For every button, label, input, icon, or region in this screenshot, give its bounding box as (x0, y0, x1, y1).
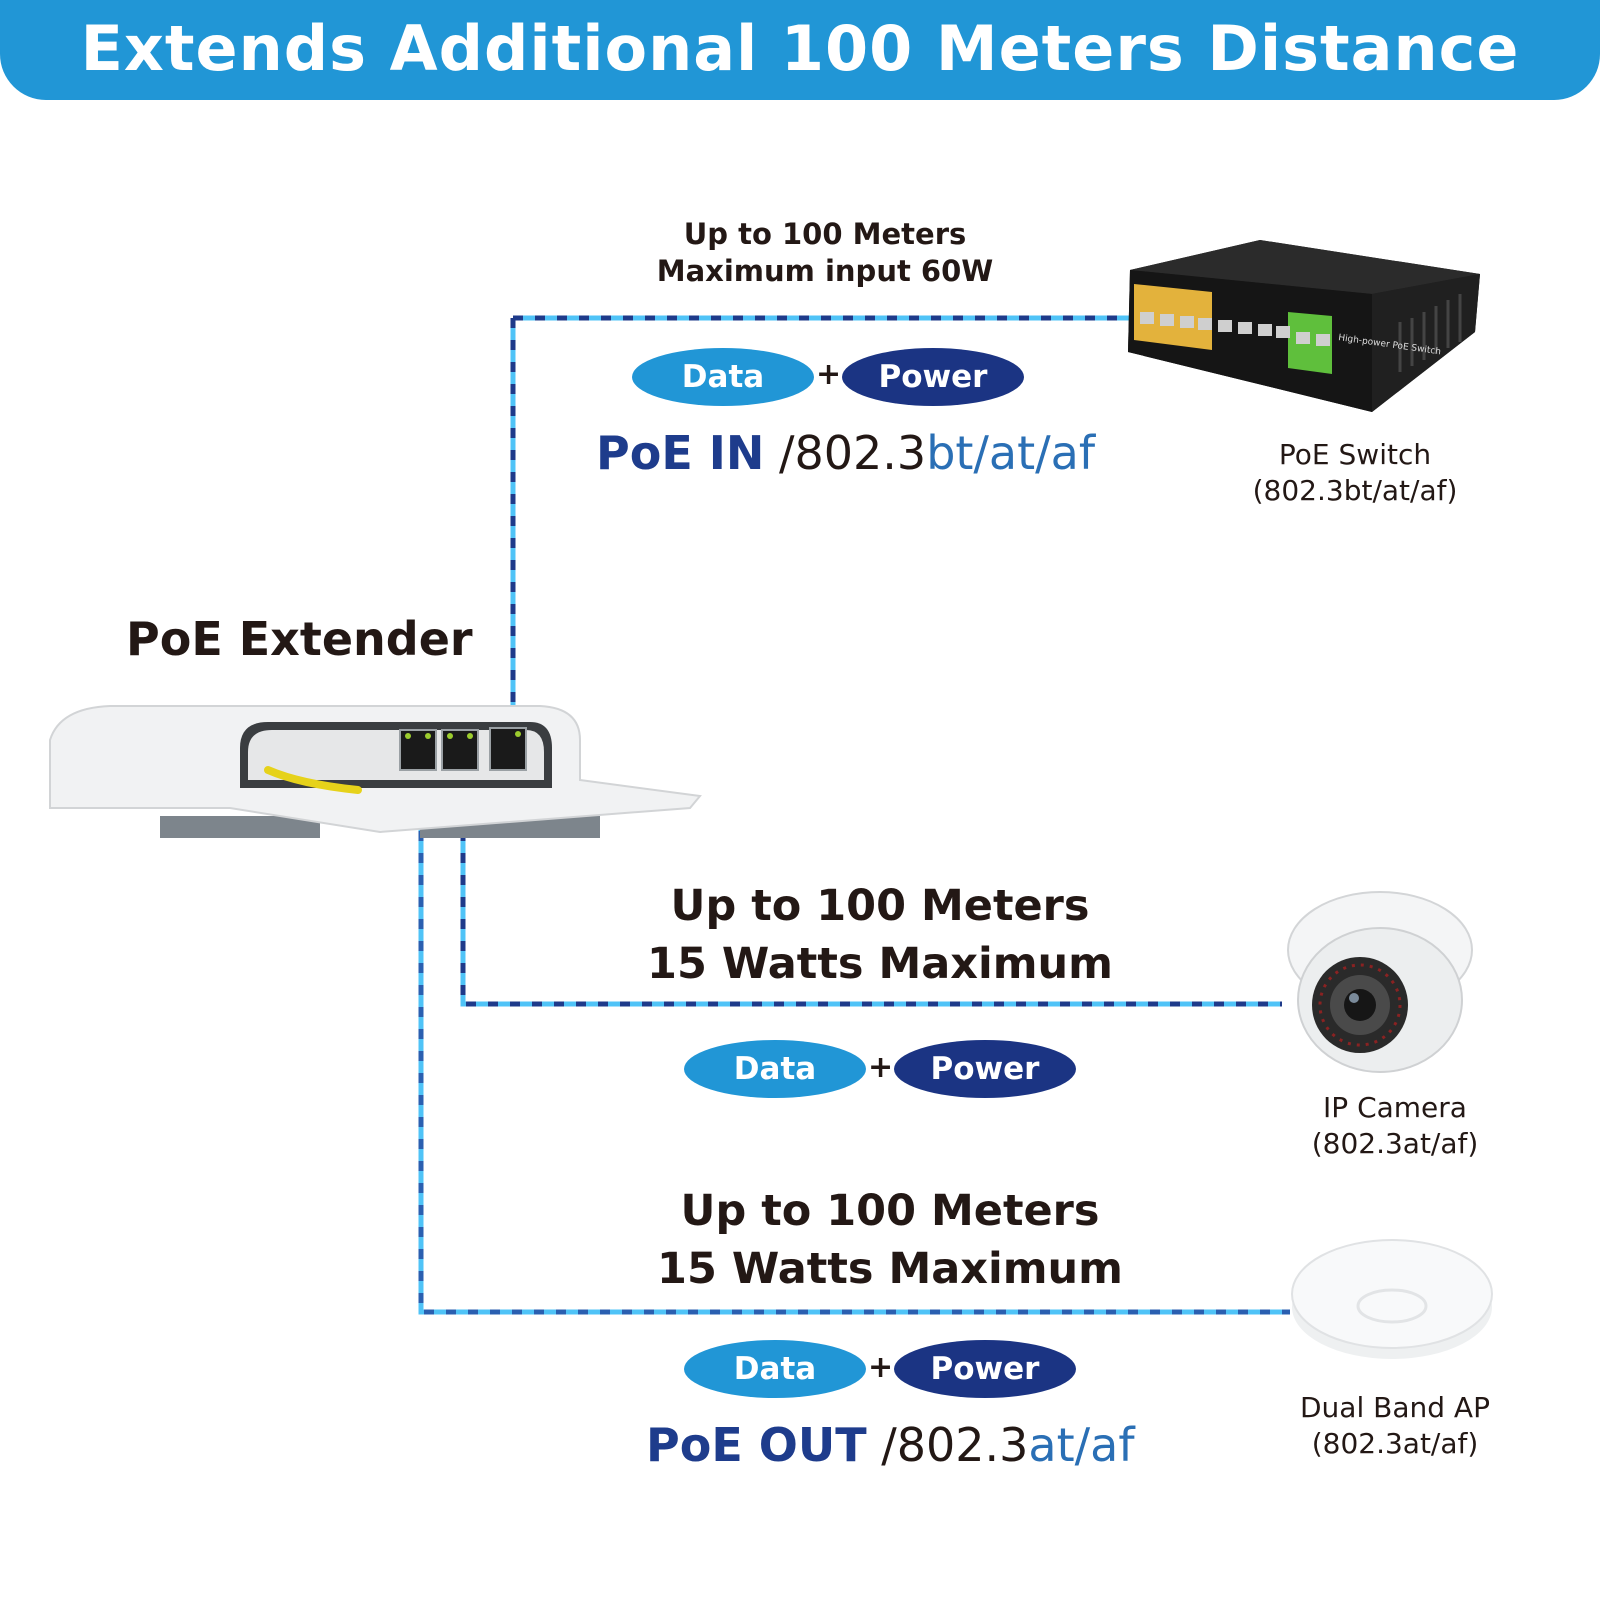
poe-out-label: PoE OUT (646, 1418, 867, 1472)
poe-switch-image: High-power PoE Switch (1128, 240, 1480, 412)
poe-in-label: PoE IN (596, 426, 765, 480)
ap-plus-sign: + (868, 1350, 894, 1385)
camera-link-caption: Up to 100 Meters 15 Watts Maximum (647, 881, 1113, 989)
input-link-caption: Up to 100 Meters Maximum input 60W (656, 217, 994, 289)
camera-power-pill: Power (894, 1040, 1076, 1098)
camera-data-pill: Data (684, 1040, 866, 1098)
poe-out-standard-suffix: at/af (1028, 1418, 1135, 1472)
camera-plus-sign: + (868, 1050, 894, 1085)
poe-extender-image (49, 705, 702, 838)
input-plus-sign: + (816, 357, 842, 392)
ip-camera-image (1287, 891, 1473, 1073)
poe-in-standard-sep: /802.3 (764, 426, 927, 480)
poe-out-standard: PoE OUT /802.3at/af (646, 1418, 1135, 1472)
dual-band-ap-label: Dual Band AP (802.3at/af) (1300, 1391, 1490, 1460)
poe-switch-label: PoE Switch (802.3bt/at/af) (1252, 438, 1458, 507)
input-data-pill: Data (632, 348, 814, 406)
input-power-pill: Power (842, 348, 1024, 406)
poe-out-standard-sep: /802.3 (866, 1418, 1029, 1472)
poe-extender-label: PoE Extender (126, 612, 473, 666)
poe-in-standard: PoE IN /802.3bt/at/af (596, 426, 1095, 480)
ap-data-pill: Data (684, 1340, 866, 1398)
input-cable-line (510, 315, 1130, 730)
camera-cable-line (460, 765, 1282, 1007)
ap-power-pill: Power (894, 1340, 1076, 1398)
title-banner (0, 0, 1600, 100)
ap-cable-line (418, 765, 1290, 1315)
dual-band-ap-image (1291, 1239, 1493, 1359)
page-title: Extends Additional 100 Meters Distance (80, 12, 1520, 85)
ap-link-caption: Up to 100 Meters 15 Watts Maximum (657, 1186, 1123, 1294)
poe-in-standard-suffix: bt/at/af (926, 426, 1096, 480)
ip-camera-label: IP Camera (802.3at/af) (1311, 1091, 1479, 1160)
